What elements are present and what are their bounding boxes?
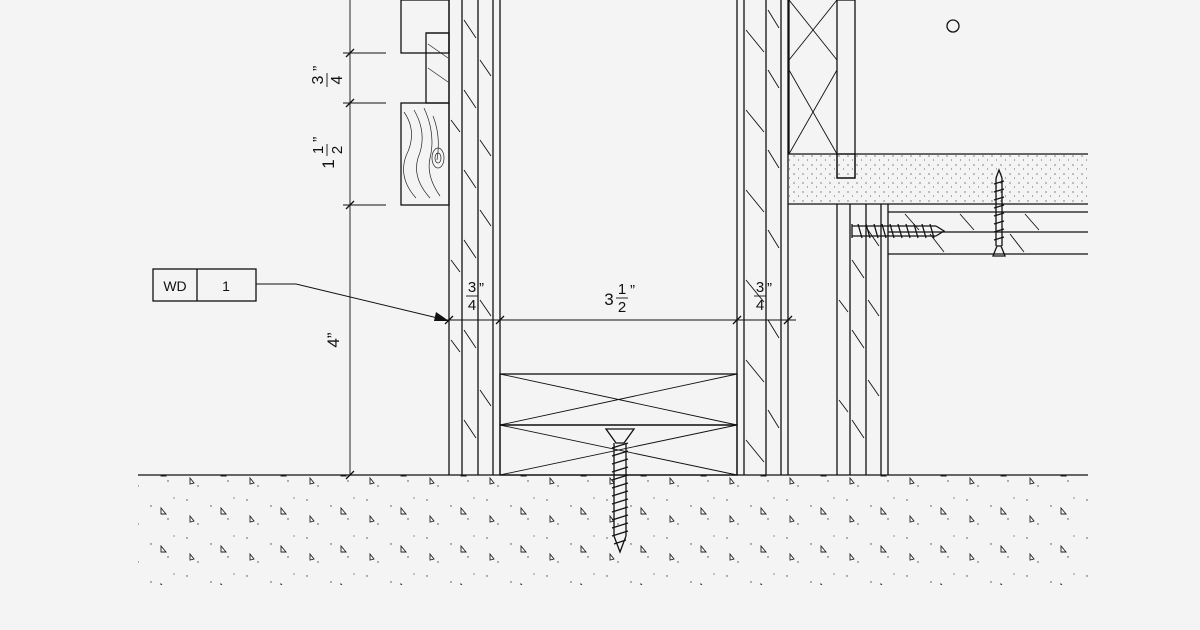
bottom-plate bbox=[499, 373, 738, 476]
dim-left-mid-whole: 1 bbox=[319, 159, 338, 168]
dim-left-height: 4” bbox=[324, 332, 343, 347]
dim-horiz-center-mark: ” bbox=[630, 282, 635, 299]
leader-line bbox=[256, 283, 449, 321]
upper-right-framing bbox=[788, 0, 960, 179]
anchor-screw bbox=[604, 428, 636, 554]
dim-left-top: 3 4 ” bbox=[310, 66, 346, 87]
dim-horiz-right: 3 4 ” bbox=[754, 279, 772, 314]
dim-left-top-mark: ” bbox=[311, 66, 328, 71]
dim-horiz-left-mark: ” bbox=[479, 280, 484, 297]
callout-tag[interactable]: WD 1 bbox=[152, 268, 257, 302]
vertical-floor-screw bbox=[992, 168, 1006, 257]
dim-horiz-center-num: 1 bbox=[618, 281, 626, 298]
vertical-dimension-line bbox=[343, 0, 386, 480]
horizontal-dimension-line bbox=[444, 315, 796, 325]
dim-horiz-right-den: 4 bbox=[756, 297, 764, 314]
tag-code: WD bbox=[163, 278, 186, 294]
dim-left-top-num: 3 bbox=[310, 75, 327, 84]
dim-horiz-center-whole: 3 bbox=[604, 290, 613, 309]
dim-horiz-left: 3 4 ” bbox=[466, 279, 484, 314]
left-wall-layers bbox=[448, 0, 501, 475]
tag-number: 1 bbox=[222, 278, 230, 294]
dim-left-top-den: 4 bbox=[329, 75, 346, 84]
dim-left-mid-mark: ” bbox=[311, 137, 328, 142]
dim-left-mid-den: 2 bbox=[329, 146, 346, 154]
dim-horiz-right-num: 3 bbox=[756, 279, 764, 296]
subfloor-band bbox=[788, 153, 1088, 205]
dim-horiz-left-num: 3 bbox=[468, 279, 476, 296]
dim-left-height-text: 4” bbox=[324, 332, 343, 347]
trim-profile bbox=[400, 0, 450, 206]
right-wall-layers bbox=[736, 0, 789, 475]
concrete-slab bbox=[138, 474, 1088, 585]
dim-horiz-center-den: 2 bbox=[618, 299, 626, 316]
dim-left-mid: 1 1 2 ” bbox=[310, 137, 346, 169]
horizontal-screw bbox=[851, 223, 946, 239]
dim-left-mid-num: 1 bbox=[310, 146, 327, 154]
lower-right-wall bbox=[836, 204, 1088, 475]
dim-horiz-right-mark: ” bbox=[767, 280, 772, 297]
dim-horiz-center: 3 1 2 ” bbox=[604, 281, 635, 316]
dim-horiz-left-den: 4 bbox=[468, 297, 476, 314]
